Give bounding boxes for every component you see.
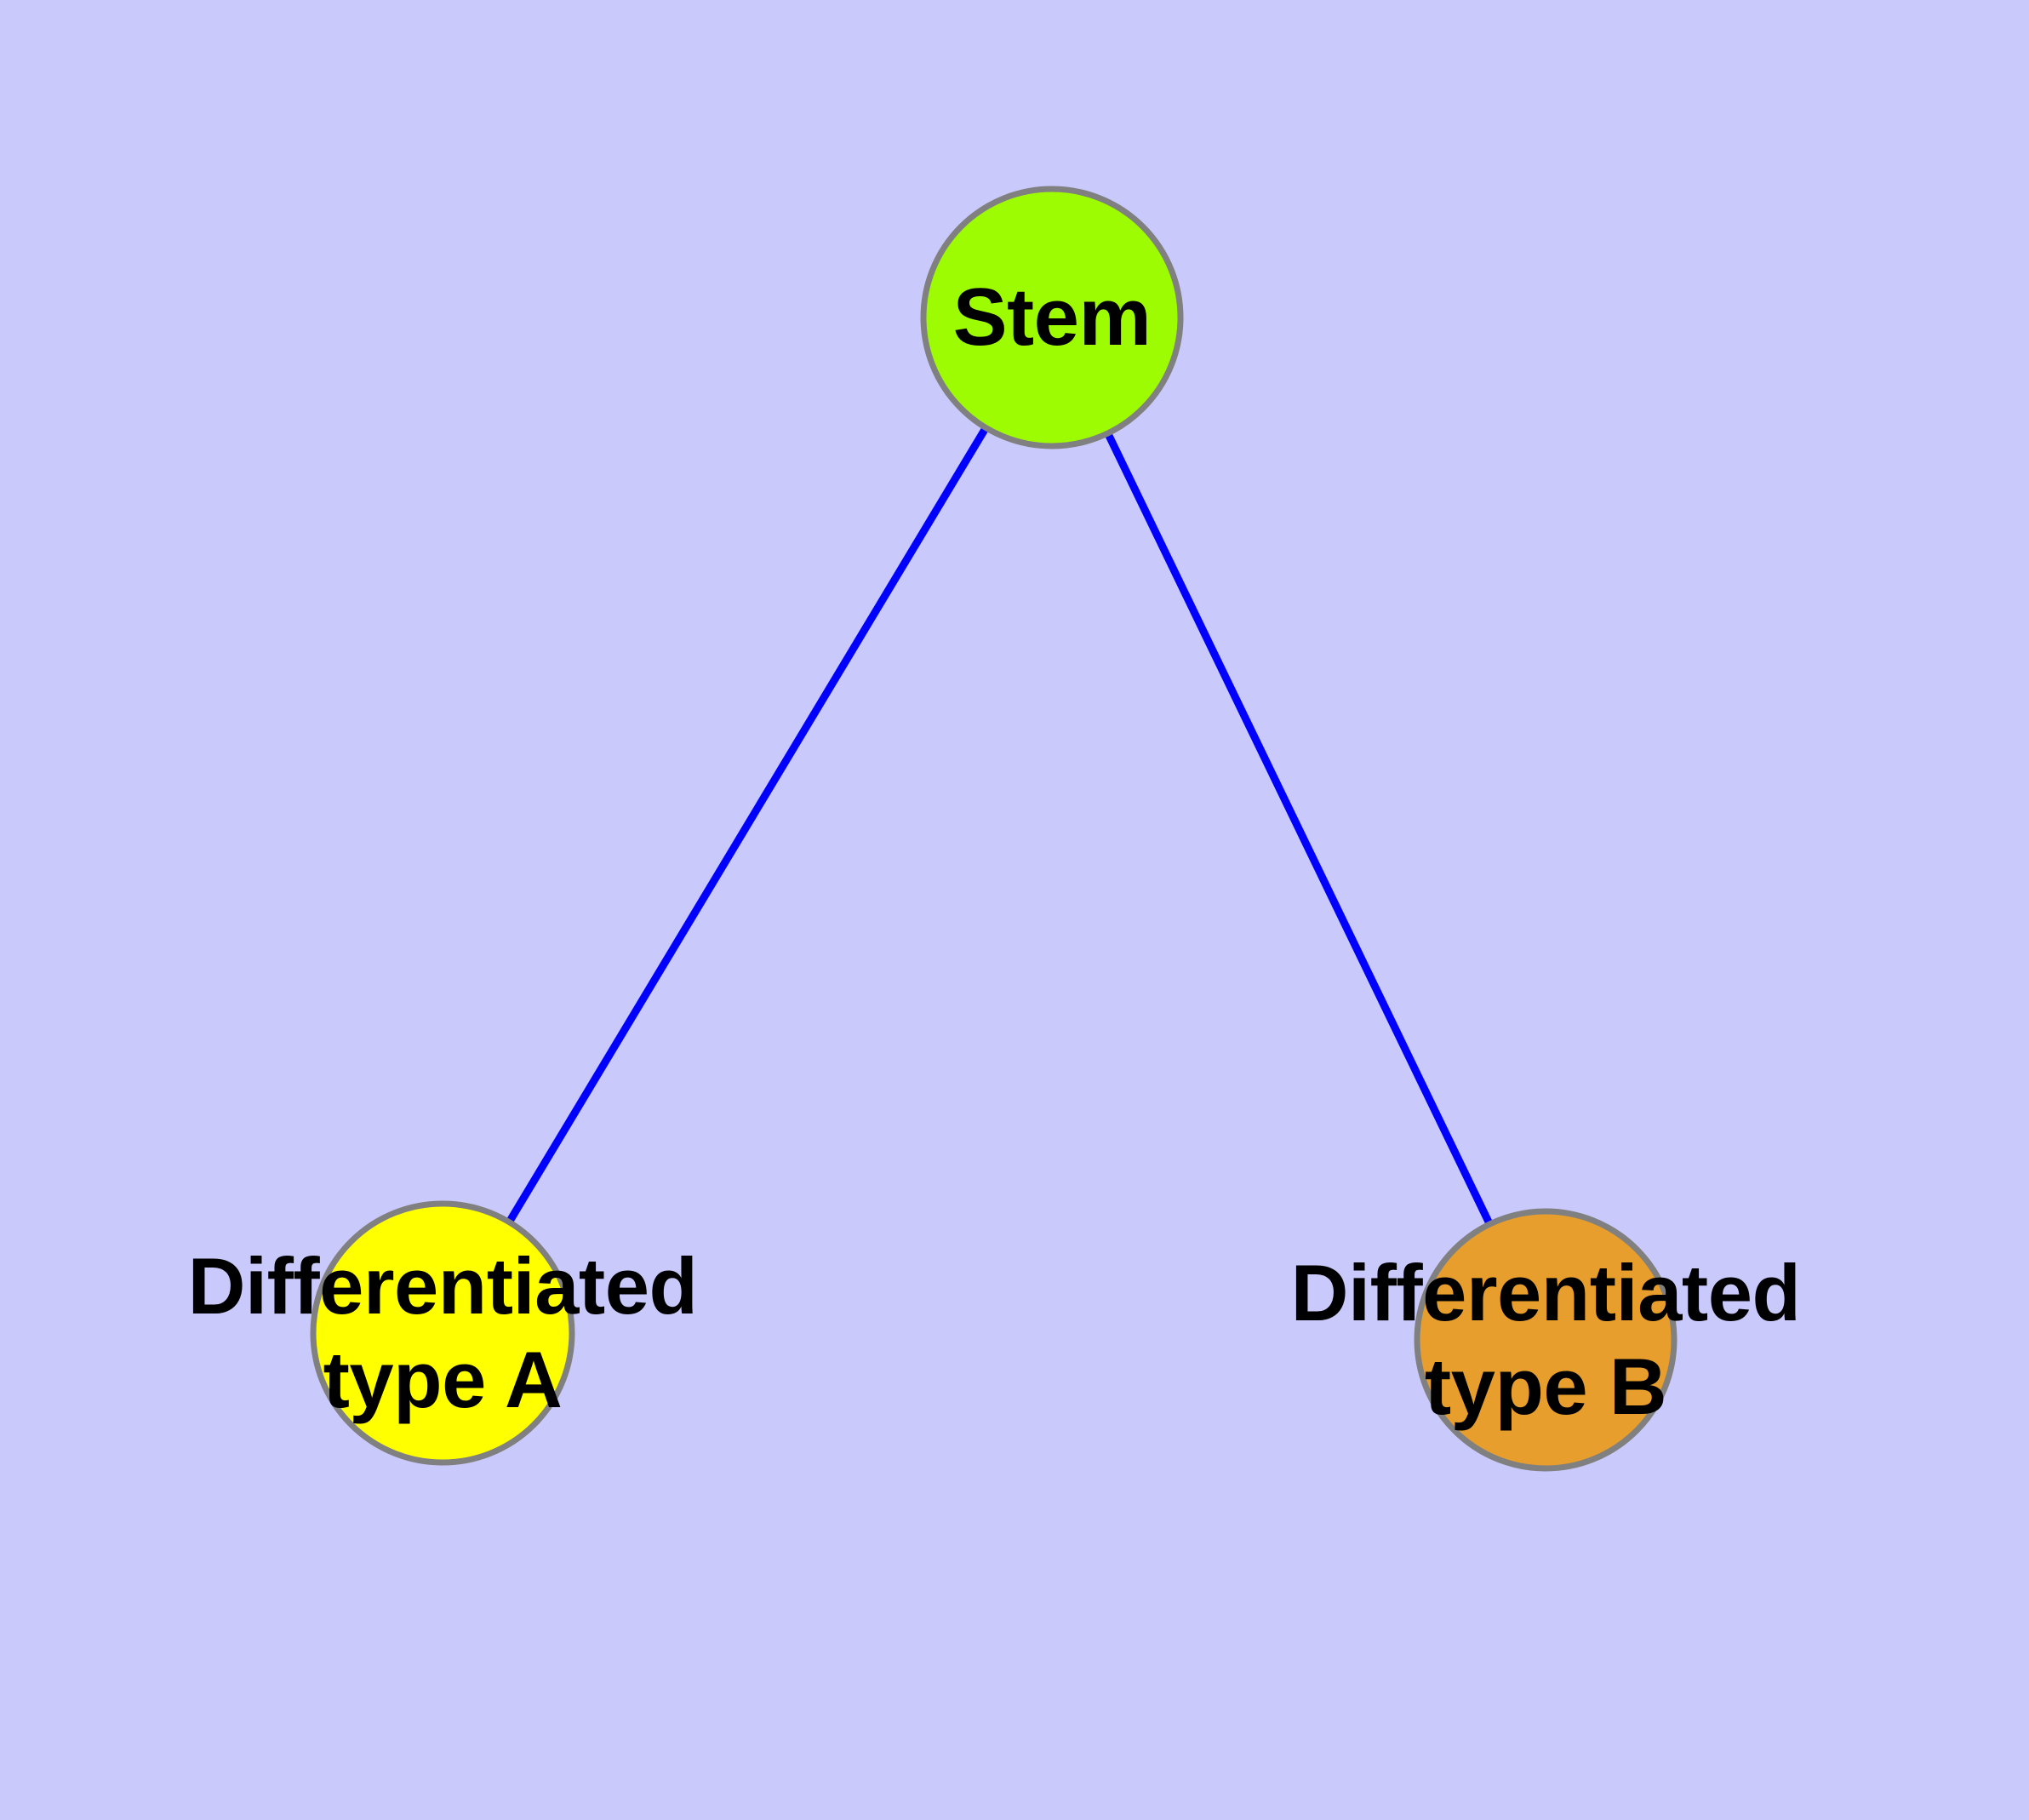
graph-node-diff-b[interactable] xyxy=(1414,1208,1677,1472)
graph-edge-stem-to-a[interactable] xyxy=(439,315,1055,1336)
graph-node-stem[interactable] xyxy=(920,186,1184,449)
graph-edge-stem-to-b[interactable] xyxy=(1048,316,1550,1342)
graph-node-diff-a[interactable] xyxy=(310,1200,575,1466)
nodes-group xyxy=(310,186,1677,1472)
edges-group xyxy=(439,315,1550,1342)
